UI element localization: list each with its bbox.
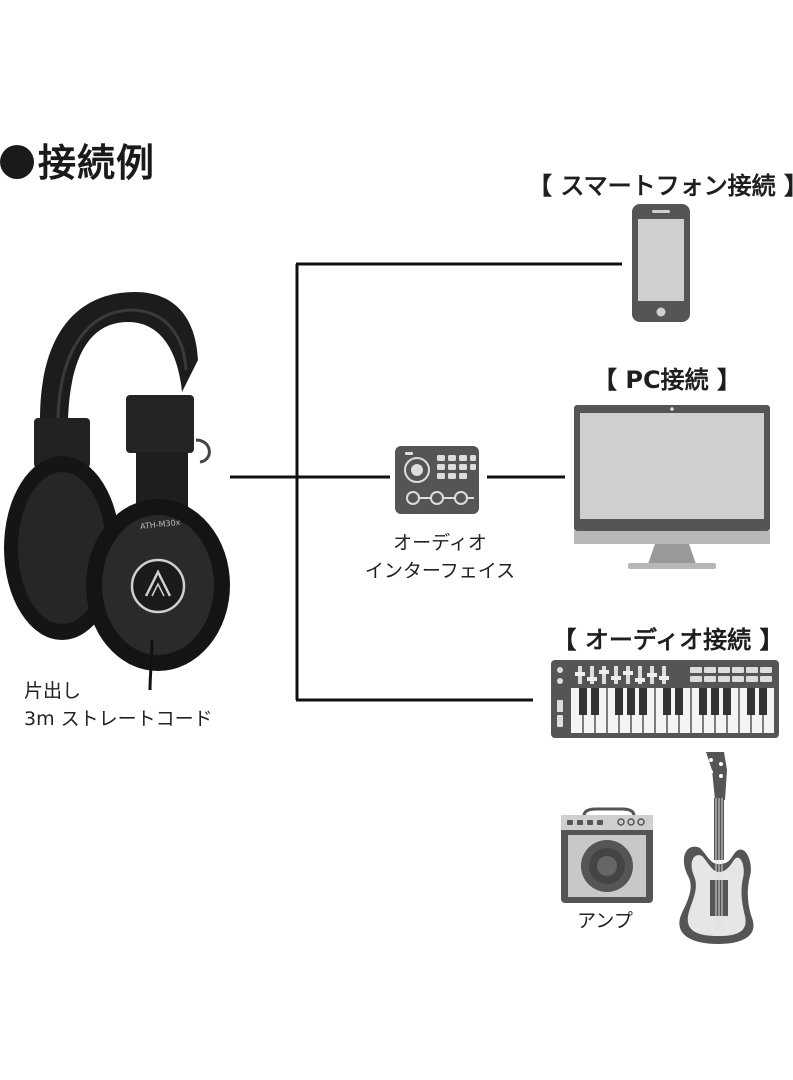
- title-text: 接続例: [38, 141, 156, 185]
- smartphone-icon: [632, 204, 690, 322]
- cable-label-line1: 片出し: [24, 680, 82, 702]
- page-title: 接続例: [0, 132, 155, 187]
- keyboard-icon: [551, 660, 779, 738]
- cable-label: 片出し 3m ストレートコード: [24, 678, 213, 733]
- guitar-icon: [679, 752, 754, 944]
- amp-icon: [561, 807, 653, 903]
- smartphone-connection-label: 【 スマートフォン接続 】: [528, 172, 793, 200]
- bullet-dot: [0, 145, 34, 179]
- audio-connection-label: 【 オーディオ接続 】: [552, 626, 784, 654]
- amp-label: アンプ: [577, 910, 633, 932]
- connection-lines: [230, 262, 622, 702]
- headphones-image: [4, 292, 230, 691]
- audio-interface-icon: [395, 446, 479, 514]
- pc-monitor-icon: [574, 405, 770, 569]
- interface-label-line2: インターフェイス: [364, 559, 516, 582]
- pc-connection-label: 【 PC接続 】: [593, 366, 741, 394]
- interface-label-line1: オーディオ: [393, 532, 487, 554]
- cable-label-line2: 3m ストレートコード: [24, 707, 213, 730]
- interface-label: オーディオ インターフェイス: [340, 530, 540, 585]
